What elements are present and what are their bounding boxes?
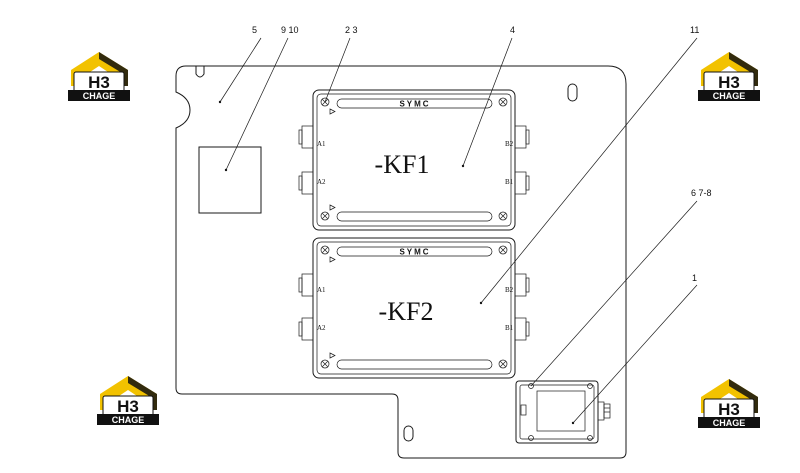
callout-4: 4 (510, 25, 515, 35)
leader-5 (219, 37, 262, 103)
relay-kf2: SYMC A1 A2 B2 B1 -KF2 (298, 237, 530, 379)
watermark-text: CHAGE (112, 415, 145, 425)
relay-kf2-screw (498, 359, 508, 369)
label-plate-square (198, 146, 262, 214)
callout-1: 1 (692, 273, 697, 283)
relay-kf2-brand: SYMC (399, 248, 430, 257)
relay-kf1-screw (320, 211, 330, 221)
mounting-plate-outline (175, 65, 627, 459)
plate-slot-notch (195, 66, 205, 78)
watermark-text: CHAGE (83, 91, 116, 101)
relay-kf1-screw (498, 211, 508, 221)
relay-kf1-screw (498, 97, 508, 107)
watermark-mark: H3 (718, 400, 740, 419)
watermark-text: CHAGE (713, 91, 746, 101)
relay-kf2-terminal-b2: B2 (505, 286, 514, 294)
leader-4 (462, 37, 513, 167)
relay-kf1-terminal-a2: A2 (317, 178, 326, 186)
relay-kf2-terminal-b1: B1 (505, 324, 514, 332)
callout-11: 11 (690, 25, 699, 35)
relay-kf2-terminal-a1: A1 (317, 286, 326, 294)
callout-9-10: 9 10 (281, 25, 299, 35)
watermark-text: CHAGE (713, 418, 746, 428)
leader-1 (572, 284, 698, 424)
watermark-mark: H3 (718, 73, 740, 92)
leader-2-3 (324, 37, 351, 103)
watermark-logo-top-right: H3 CHAGE (697, 51, 761, 102)
junction-box (515, 380, 611, 444)
leader-9-10 (225, 37, 289, 171)
relay-kf1-terminal-b2: B2 (505, 140, 514, 148)
watermark-mark: H3 (88, 73, 110, 92)
watermark-logo-bottom-right: H3 CHAGE (697, 378, 761, 429)
plate-oval-slot-bottom (403, 425, 414, 442)
leader-6-7-8 (530, 200, 698, 387)
callout-5: 5 (252, 25, 257, 35)
relay-kf1-terminal-a1: A1 (317, 140, 326, 148)
relay-kf1-label: -KF1 (375, 150, 430, 179)
relay-kf1-brand: SYMC (399, 100, 430, 109)
watermark-logo-top-left: H3 CHAGE (67, 51, 131, 102)
relay-kf1: SYMC A1 A2 B2 B1 -KF1 (298, 89, 530, 231)
callout-6-7-8: 6 7-8 (691, 188, 712, 198)
leader-lines (219, 37, 698, 424)
watermark-mark: H3 (117, 397, 139, 416)
relay-kf2-label: -KF2 (379, 297, 434, 326)
relay-kf2-screw (498, 245, 508, 255)
relay-kf2-screw (320, 245, 330, 255)
watermark-logo-bottom-left: H3 CHAGE (96, 375, 160, 426)
leader-11 (480, 37, 698, 304)
plate-oval-slot-right (567, 83, 578, 102)
callout-2-3: 2 3 (345, 25, 358, 35)
relay-kf2-screw (320, 359, 330, 369)
relay-kf1-terminal-b1: B1 (505, 178, 514, 186)
relay-kf2-terminal-a2: A2 (317, 324, 326, 332)
